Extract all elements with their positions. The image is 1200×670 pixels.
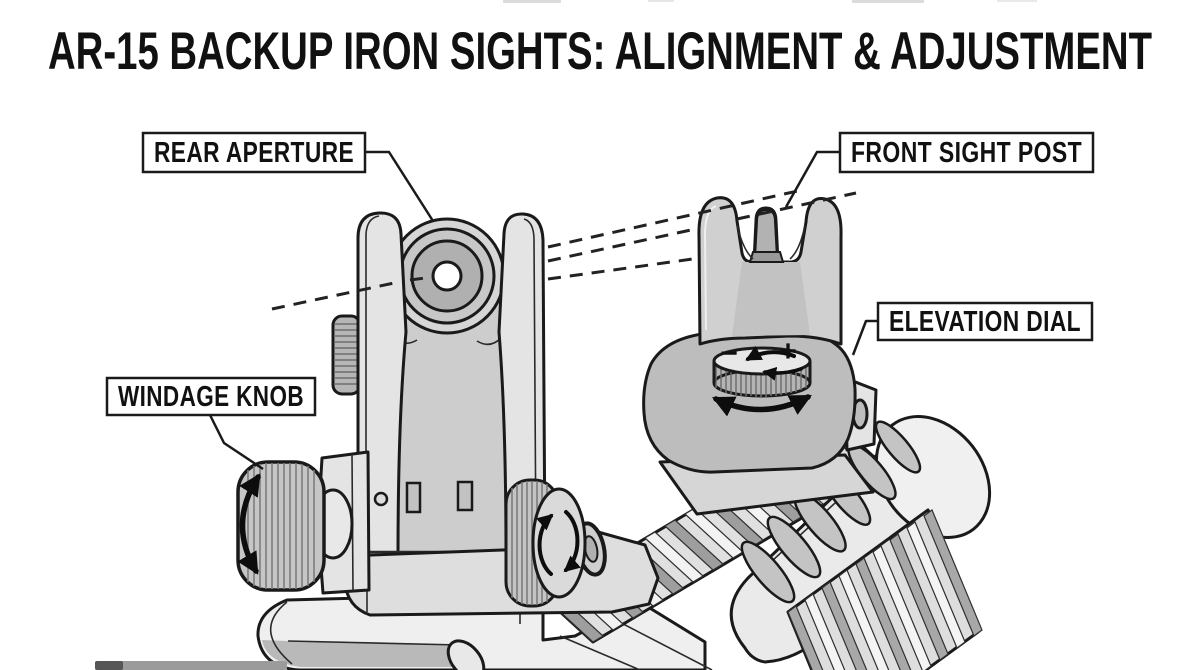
rear-ear-right bbox=[497, 212, 547, 558]
sight-alignment-lines bbox=[271, 188, 857, 311]
callout-front-sight-post: FRONT SIGHT POST bbox=[784, 131, 1095, 208]
front-sight: − + bbox=[642, 196, 878, 516]
dial-turn-arrow-small bbox=[762, 366, 803, 381]
label-rear-aperture: REAR APERTURE bbox=[154, 137, 354, 169]
callout-elevation-dial: ELEVATION DIAL bbox=[851, 301, 1094, 356]
rear-sight bbox=[236, 211, 660, 617]
callout-rear-aperture: REAR APERTURE bbox=[141, 131, 435, 222]
rear-ear-left bbox=[356, 211, 408, 558]
elevation-dial[interactable] bbox=[712, 345, 812, 398]
handguard bbox=[729, 415, 992, 670]
dial-turn-arrow bbox=[745, 345, 796, 361]
rotation-indicator-arrow bbox=[563, 510, 581, 573]
label-front-sight-post: FRONT SIGHT POST bbox=[851, 137, 1082, 169]
rotation-indicator-arrow bbox=[536, 513, 554, 576]
label-elevation-dial: ELEVATION DIAL bbox=[889, 306, 1081, 338]
label-windage-knob: WINDAGE KNOB bbox=[118, 381, 304, 413]
elevation-direction-arrow-icon bbox=[712, 394, 812, 417]
rear-side-knurl[interactable] bbox=[331, 314, 362, 396]
dial-plus-mark: + bbox=[779, 335, 797, 368]
windage-knob-right-end[interactable] bbox=[504, 478, 587, 608]
rear-aperture-hole bbox=[431, 260, 463, 292]
windage-direction-arrow-icon bbox=[237, 473, 261, 575]
dial-minus-mark: − bbox=[720, 337, 738, 370]
front-sight-post-pin bbox=[753, 208, 779, 259]
callout-windage-knob: WINDAGE KNOB bbox=[105, 376, 317, 471]
windage-knob[interactable] bbox=[236, 460, 326, 592]
handguard-bottom-rail bbox=[786, 508, 983, 670]
top-crop-marks bbox=[503, 0, 1037, 3]
page-title: AR-15 BACKUP IRON SIGHTS: ALIGNMENT & AD… bbox=[48, 22, 1152, 81]
bottom-crop-bar bbox=[95, 661, 287, 670]
